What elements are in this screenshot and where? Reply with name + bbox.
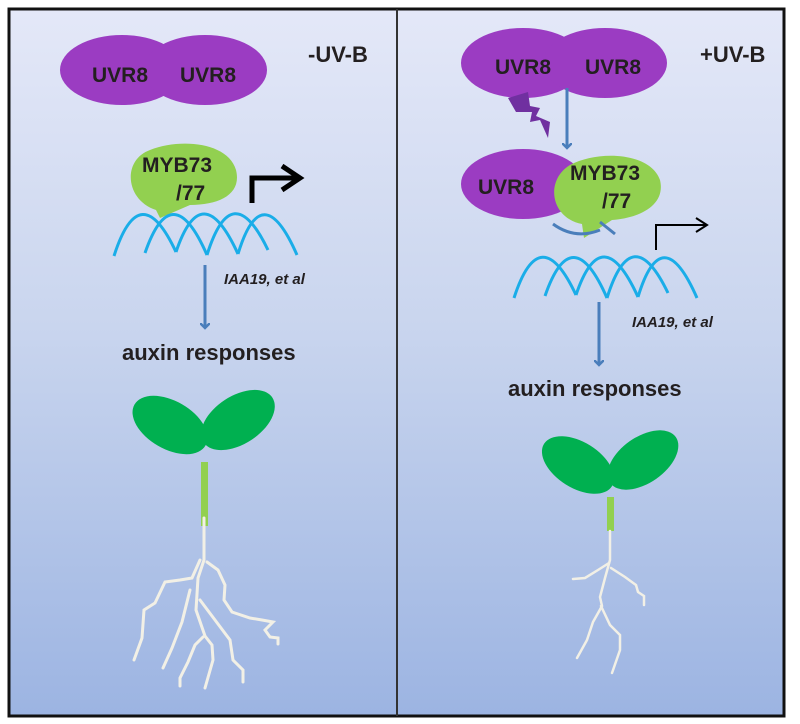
transcription-arrowhead: [280, 163, 305, 193]
target-genes-label: IAA19, et al: [224, 271, 306, 288]
cotyledon-right: [607, 430, 679, 490]
uvr8-dimer: UVR8 UVR8: [60, 35, 267, 105]
myb-speech-bubble: [130, 143, 237, 218]
seedling-short-roots: [541, 430, 679, 675]
response-label: auxin responses: [508, 376, 682, 401]
inhibition-bar: [599, 220, 616, 236]
myb73-77-bubble: MYB73 /77: [554, 155, 661, 238]
uvr8-subunit: [543, 28, 667, 98]
panel-minus-uvb: -UV-B UVR8 UVR8 MYB73 /77 IAA19, et al a…: [60, 35, 368, 690]
promoter-dna: [512, 255, 699, 299]
myb73-77-bubble: MYB73 /77: [130, 143, 237, 218]
uvr8-dimer: UVR8 UVR8: [461, 28, 667, 98]
root-system: [132, 516, 280, 690]
hypocotyl: [607, 497, 614, 531]
promoter-dna: [112, 212, 299, 257]
myb-label-line1: MYB73: [142, 154, 212, 177]
cotyledon-left: [132, 395, 208, 455]
condition-label: -UV-B: [308, 42, 368, 67]
myb-label-line2: /77: [602, 190, 631, 213]
root-system: [571, 529, 646, 675]
uvr8-label: UVR8: [585, 56, 641, 79]
uvr8-label: UVR8: [92, 64, 148, 87]
condition-label: +UV-B: [700, 42, 765, 67]
myb-label-line1: MYB73: [570, 162, 640, 185]
cotyledon-left: [541, 436, 615, 494]
panel-plus-uvb: +UV-B UVR8 UVR8 UVR8 MYB73 /77 IAA19, e: [461, 28, 765, 675]
uvr8-subunit: [143, 35, 267, 105]
target-genes-label: IAA19, et al: [632, 314, 714, 331]
uvr8-monomer-label: UVR8: [478, 176, 534, 199]
response-label: auxin responses: [122, 340, 296, 365]
transcription-start-arrow: [655, 224, 706, 250]
uvr8-label: UVR8: [180, 64, 236, 87]
hypocotyl: [201, 462, 208, 526]
transcription-arrowhead: [695, 217, 709, 233]
transcription-start-arrow: [249, 175, 296, 203]
uvr8-label: UVR8: [495, 56, 551, 79]
uv-b-lightning-icon: [508, 92, 550, 138]
uvr8-monomer: [461, 149, 585, 219]
cotyledon-right: [201, 389, 275, 451]
myb-speech-bubble: [554, 155, 661, 238]
inhibition-arc: [552, 222, 601, 236]
myb-label-line2: /77: [176, 182, 205, 205]
seedling-long-roots: [132, 389, 280, 690]
